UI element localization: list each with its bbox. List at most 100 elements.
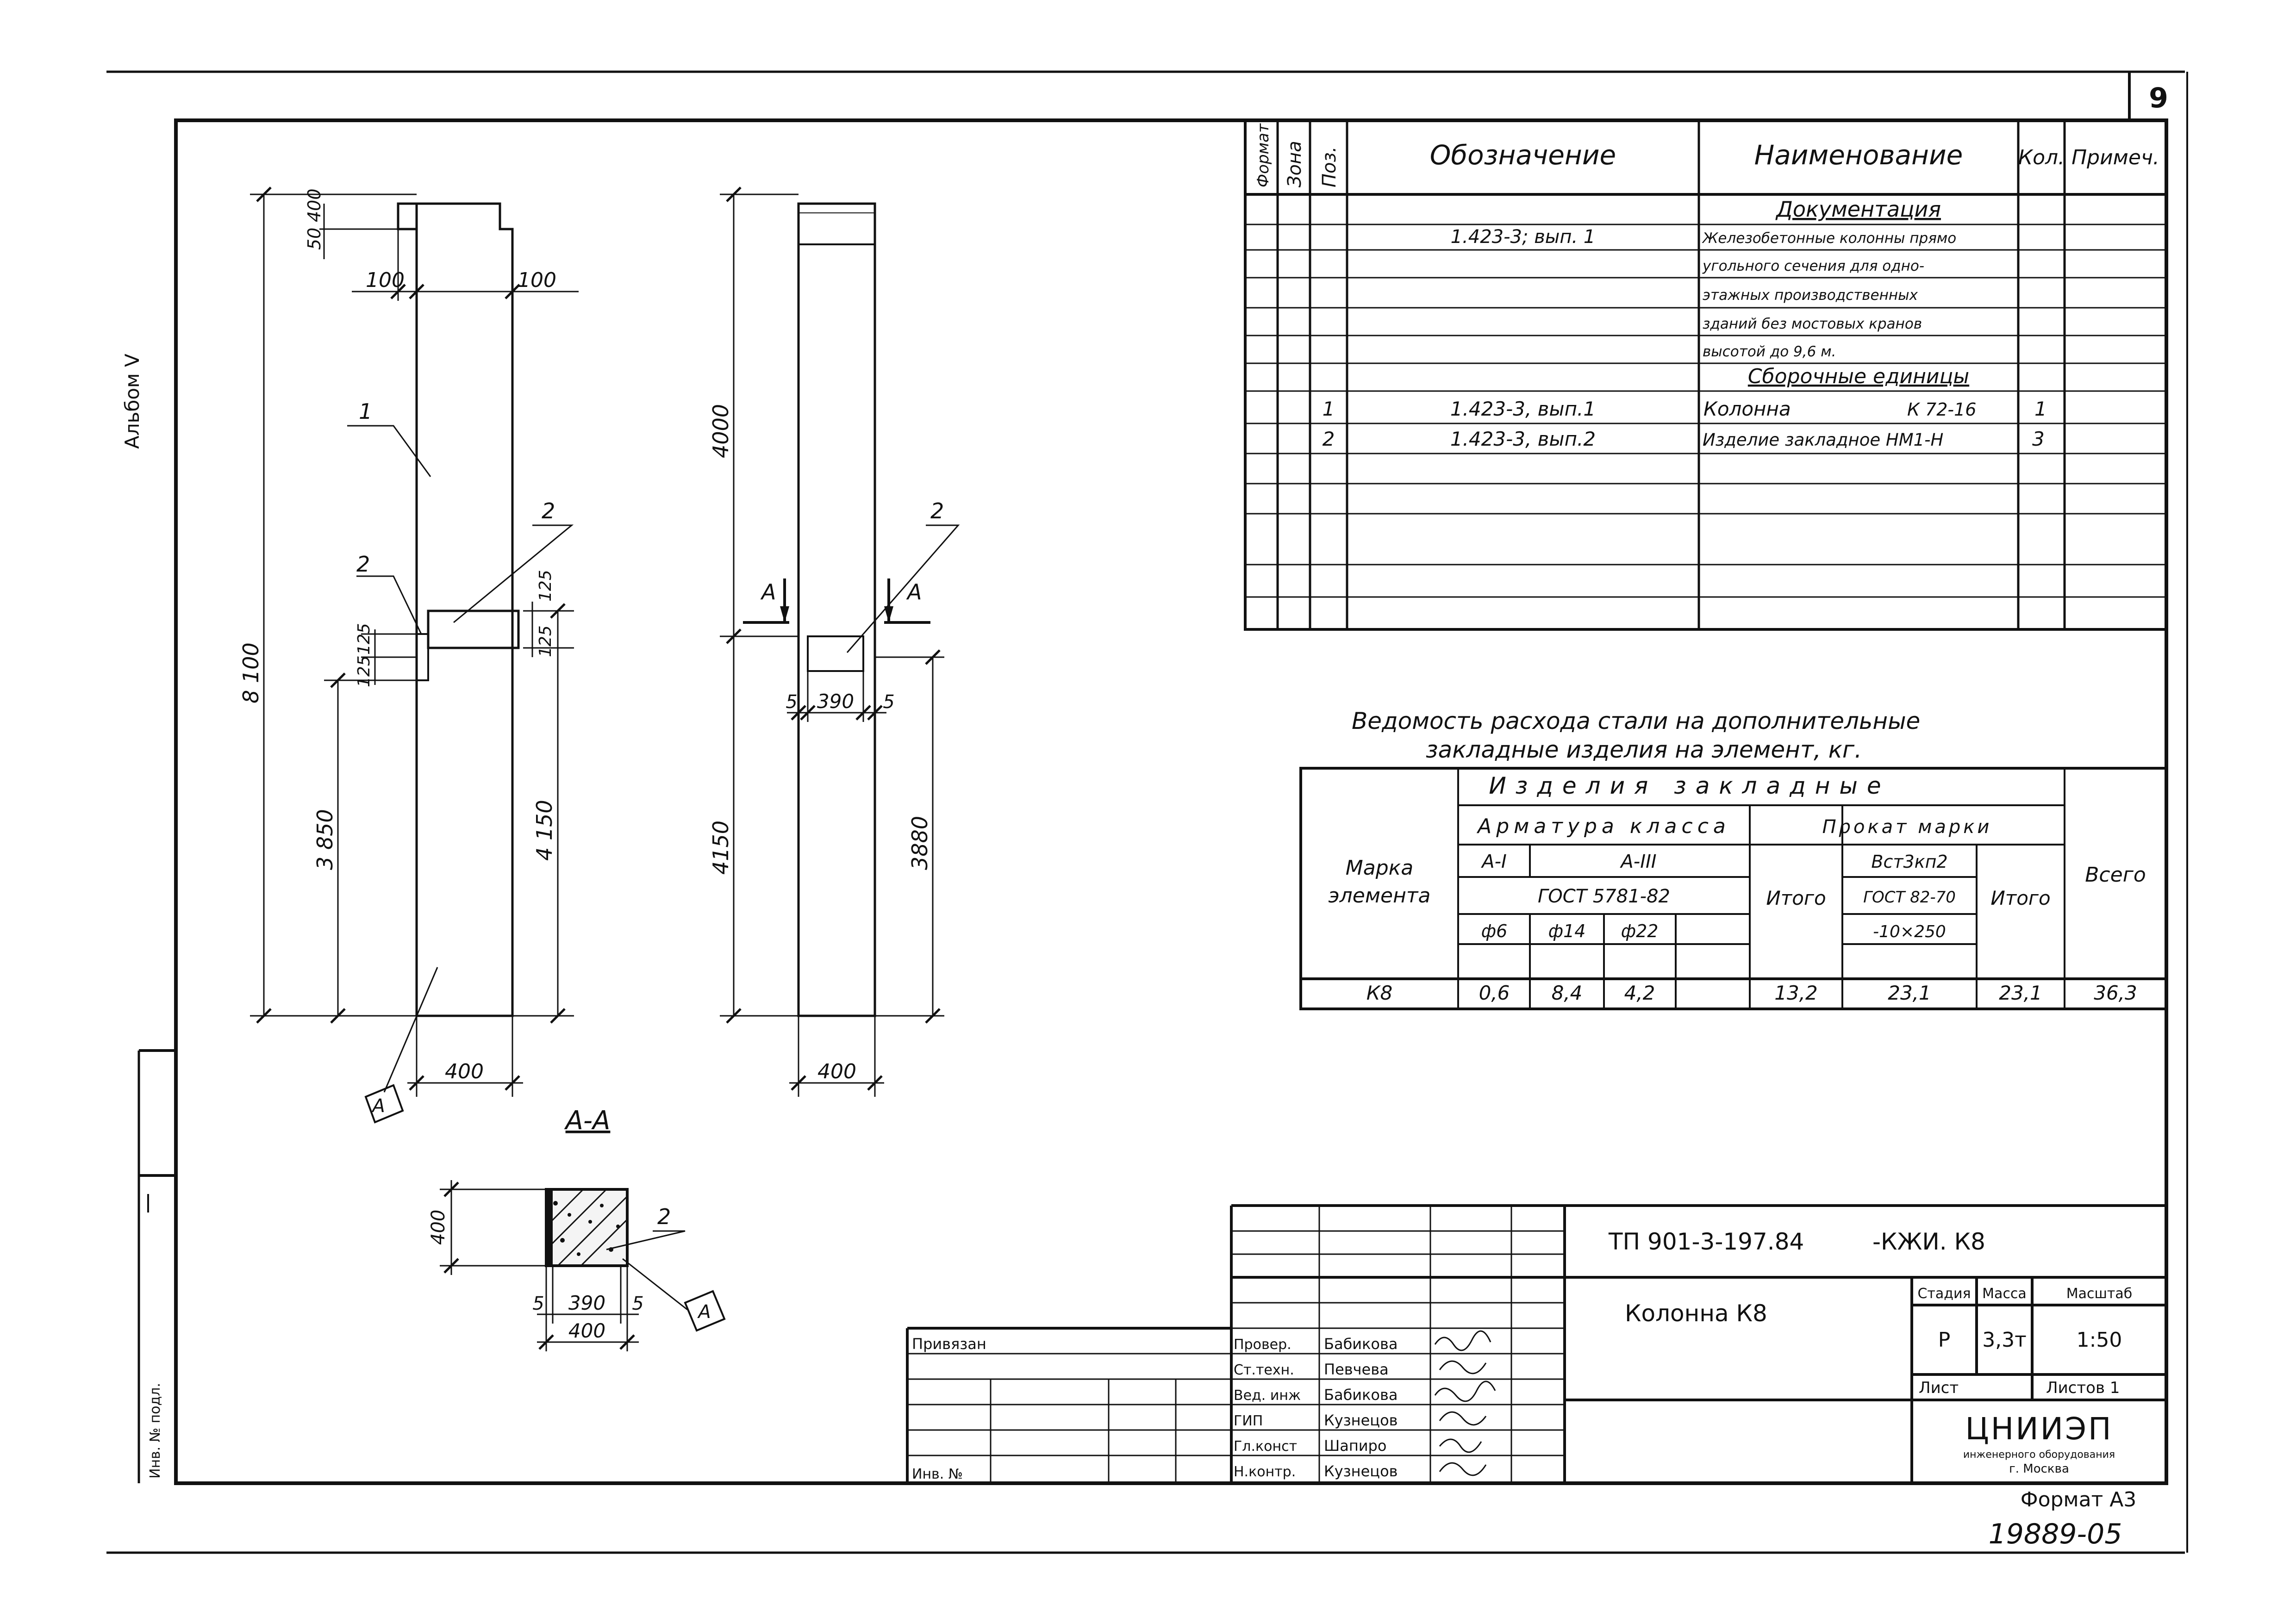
side-embedded-plate: [807, 635, 864, 672]
spec-header-designation: Обозначение: [1430, 139, 1616, 171]
dim-top-50: 50: [304, 228, 324, 250]
name-3: Бабикова: [1324, 1386, 1398, 1404]
steel-h-gost-rebar: ГОСТ 5781-82: [1538, 886, 1670, 907]
section-dim-s3: 5: [632, 1293, 643, 1314]
inv-number-label: Инв. №: [912, 1466, 963, 1482]
stage-header: Стадия: [1917, 1286, 1971, 1302]
spec-row-1-qty: 1: [2034, 398, 2047, 420]
steel-title-line-1: Ведомость расхода стали на дополнительны…: [1352, 708, 1920, 734]
attached-label: Привязан: [912, 1335, 986, 1353]
steel-row-d6: 0,6: [1479, 982, 1510, 1004]
section-dim-width: 400: [568, 1319, 605, 1342]
dim-embed-2: 125: [355, 655, 374, 687]
steel-h-element-1: Марка: [1346, 856, 1413, 880]
side-dimension-lines: [720, 193, 944, 1097]
leader-pos-2b: 2: [542, 498, 555, 523]
role-3: Вед. инж: [1234, 1387, 1301, 1404]
specification-table: Формат Зона Поз. Обозначение Наименовани…: [1244, 119, 2168, 631]
steel-h-d6: ф6: [1481, 921, 1508, 941]
section-assembly-units: Сборочные единицы: [1748, 365, 1969, 388]
steel-h-total: Всего: [2085, 863, 2146, 887]
steel-h-products: Изделия закладные: [1489, 772, 1890, 799]
dim-w1: 100: [366, 268, 405, 292]
sheet-number: 9: [2149, 82, 2168, 114]
steel-row-mark: К8: [1366, 982, 1393, 1004]
cut-label-right: А: [906, 579, 922, 604]
spec-header-note: Примеч.: [2071, 146, 2159, 169]
spec-row-2-name: Изделие закладное НМ1-Н: [1703, 430, 1943, 450]
signatures: [1434, 1330, 1496, 1476]
dim-side-s3: 5: [883, 691, 894, 713]
spec-header-name: Наименование: [1754, 139, 1963, 171]
spec-row-1-name: Колонна: [1703, 398, 1791, 420]
org-name: ЦНИИЭП: [1965, 1411, 2113, 1447]
sheets-header: Листов 1: [2046, 1379, 2120, 1397]
steel-row-rolled: 23,1: [1888, 982, 1931, 1004]
dim-side-s1: 5: [786, 691, 797, 713]
column-front-view: 100 100 50 400 8 100 3 850 4 150 125 125…: [238, 187, 579, 1124]
dim-front-width: 400: [445, 1060, 484, 1083]
spec-row-2-qty: 3: [2032, 428, 2045, 450]
spec-header-qty: Кол.: [2018, 146, 2065, 169]
spec-header-format: Формат: [1254, 123, 1273, 187]
steel-title-line-2: закладные изделия на элемент, кг.: [1426, 736, 1862, 763]
spec-row-2-designation: 1.423-3, вып.2: [1450, 428, 1596, 450]
mass-value: 3,3т: [1982, 1328, 2027, 1352]
section-dim-s2: 390: [568, 1292, 605, 1314]
role-2: Ст.техн.: [1234, 1362, 1294, 1378]
front-leaders: [347, 425, 574, 1093]
leader-pos-1: 1: [359, 399, 372, 424]
dim-side-width: 400: [817, 1060, 856, 1083]
doc-code-suffix: -КЖИ. К8: [1872, 1228, 1985, 1255]
footer: Инв. № Формат А3 19889-05: [912, 1466, 2136, 1550]
dim-embed-4: 125: [536, 625, 555, 657]
steel-h-ai: А-I: [1480, 851, 1507, 872]
steel-h-rolled-itogo: Итого: [1990, 887, 2050, 909]
scale-header: Масштаб: [2066, 1286, 2133, 1302]
steel-row-rebar-total: 13,2: [1774, 982, 1818, 1004]
steel-h-aiii: А-III: [1619, 851, 1656, 872]
section-dim-s1: 5: [532, 1293, 544, 1314]
name-6: Кузнецов: [1324, 1462, 1398, 1480]
section-dim-height: 400: [428, 1210, 449, 1245]
dim-side-lower: 4150: [708, 821, 733, 875]
org-subtitle: инженерного оборудования: [1963, 1449, 2115, 1461]
name-5: Шапиро: [1324, 1437, 1386, 1455]
approval-roles: Провер. Бабикова Ст.техн. Певчева Вед. и…: [1234, 1335, 1398, 1480]
mass-header: Масса: [1982, 1286, 2027, 1302]
archive-number: 19889-05: [1989, 1518, 2122, 1550]
dim-top-400: 400: [304, 188, 324, 222]
sheet-header: Лист: [1919, 1379, 1959, 1397]
dim-side-upper: 4000: [708, 404, 733, 458]
dim-side-s2: 390: [817, 690, 854, 713]
steel-row-rolled-total: 23,1: [1999, 982, 2042, 1004]
name-1: Бабикова: [1324, 1335, 1398, 1353]
spec-row-1-designation: 1.423-3, вып.1: [1450, 398, 1596, 420]
section-view-label: А: [697, 1301, 711, 1323]
scale-value: 1:50: [2077, 1328, 2122, 1352]
view-arrow-a: А: [364, 1084, 404, 1124]
steel-h-rebar-itogo: Итого: [1766, 887, 1826, 909]
steel-h-vst: Вст3кп2: [1871, 852, 1947, 872]
leader-pos-2a: 2: [356, 552, 370, 577]
dim-side-right: 3880: [907, 816, 932, 870]
steel-h-d14: ф14: [1548, 921, 1586, 941]
dim-right-height: 4 150: [532, 800, 557, 861]
left-margin: Альбом V Инв. № подл.: [121, 354, 176, 1483]
doc-code: ТП 901-3-197.84: [1608, 1228, 1804, 1255]
svg-text:А: А: [371, 1095, 385, 1117]
section-cut-left: [743, 578, 789, 624]
steel-h-element-2: элемента: [1329, 884, 1431, 908]
section-title: А-А: [564, 1106, 611, 1136]
embedded-plate-right: [427, 609, 520, 649]
steel-row-total: 36,3: [2094, 982, 2137, 1004]
front-dimension-lines: [250, 193, 579, 1097]
front-dimension-ticks: [256, 187, 566, 1091]
steel-h-gost-rolled: ГОСТ 82-70: [1863, 888, 1956, 907]
album-label: Альбом V: [121, 354, 144, 449]
cut-label-left: А: [760, 579, 776, 604]
section-cut-right: [884, 578, 930, 624]
steel-h-rebar: Арматура класса: [1476, 815, 1730, 838]
steel-h-rolled: Прокат марки: [1822, 816, 1992, 838]
